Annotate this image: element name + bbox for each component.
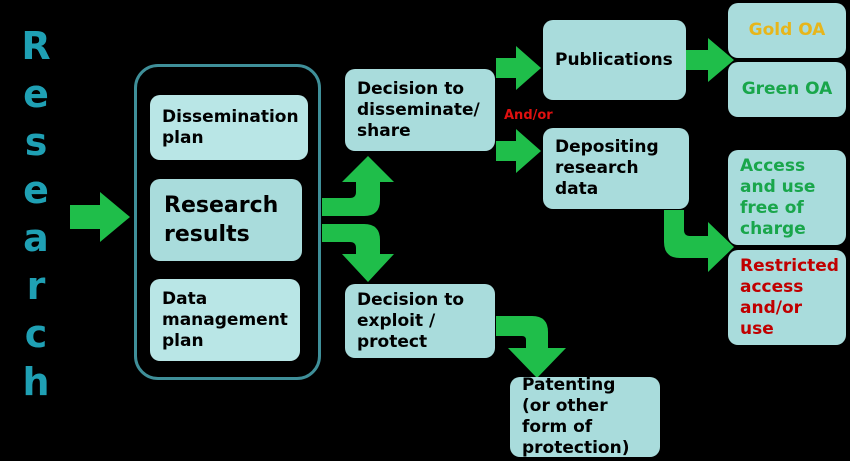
dissemination-plan-box: Dissemination plan: [150, 95, 308, 160]
depositing-data-label: Depositing research data: [555, 137, 659, 199]
free-access-label: Access and use free of charge: [740, 155, 816, 239]
arrow-to-disseminate: [322, 156, 394, 216]
green-oa-box: Green OA: [728, 62, 846, 117]
publications-box: Publications: [543, 20, 686, 100]
arrow-to-patenting: [496, 316, 566, 378]
side-letter: e: [23, 168, 49, 212]
restricted-access-label: Restricted access and/or use: [740, 255, 839, 339]
side-letter: a: [23, 216, 49, 260]
side-letter: c: [24, 312, 48, 356]
research-results-box: Research results: [150, 179, 302, 261]
arrow-to-exploit: [322, 224, 394, 282]
depositing-data-box: Depositing research data: [543, 128, 689, 209]
decision-disseminate-box: Decision to disseminate/ share: [345, 69, 495, 151]
decision-exploit-box: Decision to exploit / protect: [345, 284, 495, 358]
arrow-to-depositing: [496, 129, 541, 173]
side-letter: e: [23, 72, 49, 116]
free-access-box: Access and use free of charge: [728, 150, 846, 245]
gold-oa-box: Gold OA: [728, 3, 846, 58]
research-side-label: R e s e a r c h: [14, 22, 58, 406]
data-management-plan-box: Data management plan: [150, 279, 300, 361]
arrow-to-publications: [496, 46, 541, 90]
decision-disseminate-label: Decision to disseminate/ share: [357, 78, 480, 141]
decision-exploit-label: Decision to exploit / protect: [357, 289, 464, 352]
publications-label: Publications: [555, 49, 673, 70]
patenting-box: Patenting (or other form of protection): [510, 375, 660, 458]
side-letter: R: [21, 24, 51, 68]
research-group: [134, 64, 321, 380]
gold-oa-label: Gold OA: [748, 20, 826, 40]
restricted-access-box: Restricted access and/or use: [728, 250, 846, 345]
dissemination-plan-label: Dissemination plan: [162, 106, 299, 148]
research-results-label: Research results: [164, 193, 279, 247]
side-letter: s: [24, 120, 48, 164]
and-or-connector: And/or: [504, 108, 553, 123]
side-letter: h: [22, 360, 50, 404]
green-oa-label: Green OA: [741, 79, 833, 99]
data-management-plan-label: Data management plan: [162, 288, 288, 351]
arrow-input: [70, 192, 130, 242]
patenting-label: Patenting (or other form of protection): [522, 375, 630, 458]
arrow-to-access: [664, 210, 734, 272]
arrow-to-open-access: [686, 38, 734, 82]
side-letter: r: [26, 264, 46, 308]
